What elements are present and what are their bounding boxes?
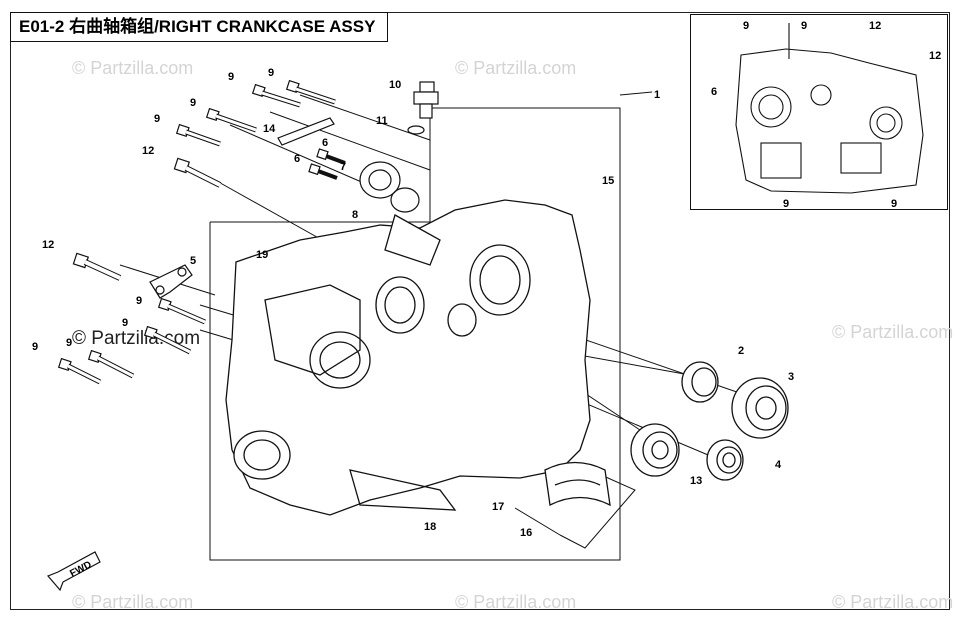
callout-10: 10 xyxy=(389,79,401,91)
bolt-12-a xyxy=(173,157,222,188)
callout-11: 11 xyxy=(376,115,388,127)
bearing-3 xyxy=(731,377,789,439)
gasket-8 xyxy=(390,187,420,213)
bolt-9-e xyxy=(157,297,206,325)
bearing-13 xyxy=(630,423,680,477)
callout-9: 9 xyxy=(136,295,142,307)
callout-2: 2 xyxy=(738,345,744,357)
inset-callout-9: 9 xyxy=(891,198,897,210)
callout-9: 9 xyxy=(122,317,128,329)
bolt-6-b xyxy=(308,163,338,180)
callout-6b: 6 xyxy=(322,137,328,149)
watermark: © Partzilla.com xyxy=(72,58,194,78)
callout-9: 9 xyxy=(228,71,234,83)
watermark: © Partzilla.com xyxy=(455,58,577,78)
bolt-9-f xyxy=(143,325,192,355)
bearing-4 xyxy=(706,439,744,481)
callout-15: 15 xyxy=(602,175,614,187)
bolt-9-c xyxy=(205,107,257,133)
sensor-10 xyxy=(407,81,439,135)
crankcase-body xyxy=(225,199,591,516)
callout-1: 1 xyxy=(654,89,660,101)
callout-9: 9 xyxy=(190,97,196,109)
watermark: © Partzilla.com xyxy=(455,592,577,612)
oil-seal-2 xyxy=(681,361,719,403)
callout-12: 12 xyxy=(42,239,54,251)
callout-3: 3 xyxy=(788,371,794,383)
callout-5: 5 xyxy=(190,255,196,267)
callout-12: 12 xyxy=(142,145,154,157)
callout-18: 18 xyxy=(424,521,436,533)
inset-callout-12: 12 xyxy=(869,20,881,32)
diagram-title: E01-2 右曲轴箱组/RIGHT CRANKCASE ASSY xyxy=(10,12,388,42)
inset-engine-drawing: 9 9 12 12 6 9 9 xyxy=(711,20,941,210)
callout-9: 9 xyxy=(32,341,38,353)
assembly-outline-box xyxy=(209,107,621,561)
callout-9: 9 xyxy=(268,67,274,79)
bearing-shell-16-17 xyxy=(544,461,611,507)
inset-callout-6: 6 xyxy=(711,86,717,98)
callout-16: 16 xyxy=(520,527,532,539)
bolt-9-g xyxy=(87,349,135,379)
bracket-5 xyxy=(149,264,193,299)
callout-4: 4 xyxy=(775,459,782,471)
bolt-9-h xyxy=(57,357,102,385)
bolt-6-a xyxy=(316,148,346,165)
o-ring-11 xyxy=(407,125,425,135)
watermark: © Partzilla.com xyxy=(72,592,194,612)
callout-17: 17 xyxy=(492,501,504,513)
inset-callout-12: 12 xyxy=(929,50,941,62)
watermark: © Partzilla.com xyxy=(832,322,954,342)
inset-callout-9: 9 xyxy=(743,20,749,32)
bolt-9-b xyxy=(285,79,336,105)
bolt-9-a xyxy=(251,83,301,108)
fwd-label: FWD xyxy=(68,559,93,579)
fwd-arrow-icon xyxy=(46,551,101,592)
callout-9: 9 xyxy=(66,337,72,349)
cover-7 xyxy=(359,161,420,213)
callout-9: 9 xyxy=(154,113,160,125)
callout-13: 13 xyxy=(690,475,702,487)
callout-8: 8 xyxy=(352,209,358,221)
watermark: © Partzilla.com xyxy=(832,592,954,612)
callout-19: 19 xyxy=(256,249,268,261)
bolt-9-d xyxy=(175,123,221,147)
inset-callout-9: 9 xyxy=(783,198,789,210)
callout-14: 14 xyxy=(263,123,276,135)
bolt-12-b xyxy=(72,252,122,281)
bearing-shell-bracket xyxy=(559,469,636,549)
callout-6a: 6 xyxy=(294,153,300,165)
inset-view: 9 9 12 12 6 9 9 xyxy=(690,14,948,210)
bearings xyxy=(544,361,789,507)
bolt-group xyxy=(57,79,346,385)
callout-7: 7 xyxy=(340,161,346,173)
plate-14 xyxy=(277,117,335,146)
diagram-frame xyxy=(10,12,950,610)
inset-callout-9: 9 xyxy=(801,20,807,32)
